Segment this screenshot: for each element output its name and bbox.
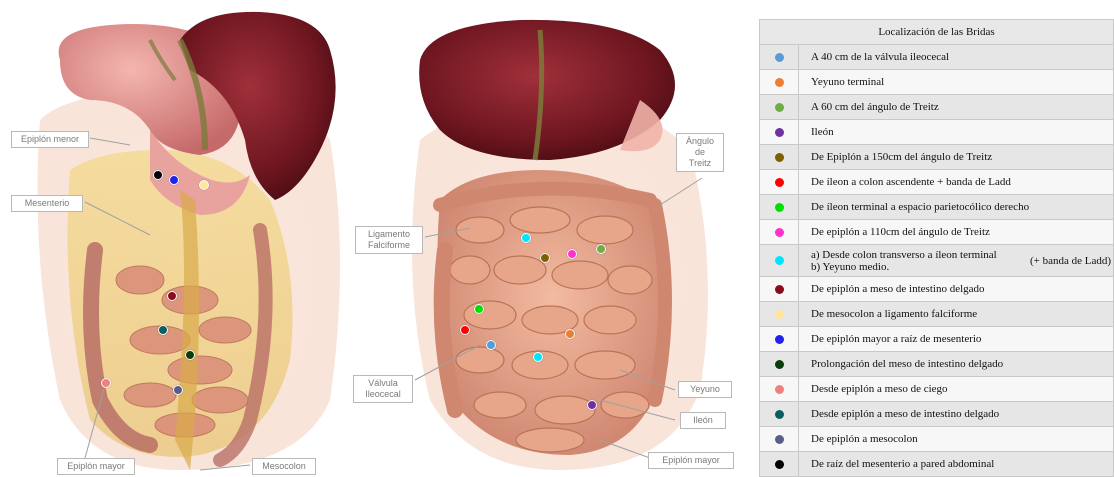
legend-text: De epiplón a mesocolon [799,427,1114,452]
label-epiplon-mayor-left: Epiplón mayor [57,458,135,475]
legend-row: De Epiplón a 150cm del ángulo de Treitz [760,145,1114,170]
legend-swatch [775,128,784,137]
marker-olive [540,253,550,263]
marker-lightblue [486,340,496,350]
label-valvula-ileocecal: Válvula Ileocecal [353,375,413,403]
legend-swatch [775,410,784,419]
legend-text: A 40 cm de la válvula ileocecal [799,45,1114,70]
legend-row: Yeyuno terminal [760,70,1114,95]
legend-swatch [775,385,784,394]
legend-swatch [775,53,784,62]
legend-swatch [775,78,784,87]
legend-swatch [775,460,784,469]
marker-blue [169,175,179,185]
legend-text: Desde epiplón a meso de intestino delgad… [799,402,1114,427]
marker-slate [173,385,183,395]
legend-text: Yeyuno terminal [799,70,1114,95]
legend-text: De epiplón a 110cm del ángulo de Treitz [799,220,1114,245]
marker-teal [158,325,168,335]
marker-green-olive [596,244,606,254]
legend-swatch [775,335,784,344]
legend-row: De epiplón mayor a raíz de mesenterio [760,327,1114,352]
legend-row: De epiplón a mesocolon [760,427,1114,452]
legend-text: De raíz del mesenterio a pared abdominal [799,452,1114,477]
legend-row: De epiplón a meso de intestino delgado [760,277,1114,302]
legend-text: De epiplón a meso de intestino delgado [799,277,1114,302]
legend-text-side: (+ banda de Ladd) [1030,255,1111,267]
marker-pink [567,249,577,259]
legend-table: Localización de las Bridas A 40 cm de la… [759,19,1114,477]
label-epiplon-mayor-right: Epiplón mayor [648,452,734,469]
legend-row: A 40 cm de la válvula ileocecal [760,45,1114,70]
marker-cyan-lower [533,352,543,362]
legend-text: De epiplón mayor a raíz de mesenterio [799,327,1114,352]
label-epiplon-menor: Epiplón menor [11,131,89,148]
legend-row: De íleon terminal a espacio parietocólic… [760,195,1114,220]
legend-text: De Epiplón a 150cm del ángulo de Treitz [799,145,1114,170]
marker-purple [587,400,597,410]
legend-row: Desde epiplón a meso de ciego [760,377,1114,402]
marker-black [153,170,163,180]
marker-orange [565,329,575,339]
legend-title: Localización de las Bridas [760,20,1114,45]
marker-darkgreen [185,350,195,360]
marker-cyan-upper [521,233,531,243]
label-yeyuno: Yeyuno [678,381,732,398]
legend-swatch [775,103,784,112]
legend-text-line-a: a) Desde colon transverso a íleon termin… [811,249,997,261]
legend-swatch [775,285,784,294]
legend-swatch [775,435,784,444]
legend-swatch [775,203,784,212]
legend-swatch [775,310,784,319]
legend-row: Ileón [760,120,1114,145]
legend-text: a) Desde colon transverso a íleon termin… [799,245,1114,277]
legend-swatch [775,153,784,162]
legend-row: De epiplón a 110cm del ángulo de Treitz [760,220,1114,245]
legend-text: A 60 cm del ángulo de Treitz [799,95,1114,120]
legend-text-line-b: b) Yeyuno medio. [811,261,997,273]
marker-bright-green [474,304,484,314]
legend-row: a) Desde colon transverso a íleon termin… [760,245,1114,277]
legend-row: Prolongación del meso de intestino delga… [760,352,1114,377]
legend-row: De íleon a colon ascendente + banda de L… [760,170,1114,195]
marker-red [460,325,470,335]
marker-salmon [101,378,111,388]
label-mesenterio: Mesenterio [11,195,83,212]
legend-text: Ileón [799,120,1114,145]
label-ligamento-falciforme: Ligamento Falciforme [355,226,423,254]
legend-text: De mesocolon a ligamento falciforme [799,302,1114,327]
marker-darkred [167,291,177,301]
legend-row: De raíz del mesenterio a pared abdominal [760,452,1114,477]
legend-text: Desde epiplón a meso de ciego [799,377,1114,402]
legend-swatch [775,228,784,237]
legend-text: De íleon terminal a espacio parietocólic… [799,195,1114,220]
legend-text: Prolongación del meso de intestino delga… [799,352,1114,377]
label-angulo-treitz: Ángulo de Treitz [676,133,724,172]
label-ileon: Ileón [680,412,726,429]
marker-yellow [199,180,209,190]
legend-swatch [775,360,784,369]
legend-row: De mesocolon a ligamento falciforme [760,302,1114,327]
legend-row: A 60 cm del ángulo de Treitz [760,95,1114,120]
legend-row: Desde epiplón a meso de intestino delgad… [760,402,1114,427]
label-mesocolon: Mesocolon [252,458,316,475]
legend-swatch [775,256,784,265]
legend-swatch [775,178,784,187]
legend-text: De íleon a colon ascendente + banda de L… [799,170,1114,195]
